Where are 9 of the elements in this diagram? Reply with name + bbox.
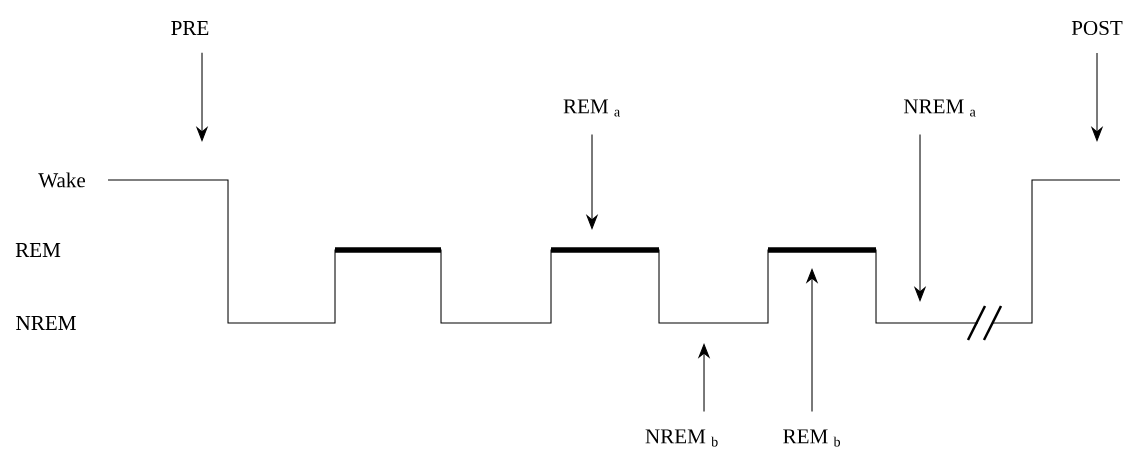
level-label: NREM <box>16 316 76 330</box>
stage-label: REM $_{b}$ <box>783 429 841 447</box>
stage-label: PRE <box>171 21 209 35</box>
stage-label: POST <box>1071 20 1123 36</box>
stage-label: REM $_{a}$ <box>563 99 620 117</box>
level-label: REM <box>15 243 61 257</box>
stage-label: NREM $_{b}$ <box>645 429 718 447</box>
level-label: Wake <box>38 172 86 188</box>
stage-label: NREM $_{a}$ <box>903 99 976 117</box>
